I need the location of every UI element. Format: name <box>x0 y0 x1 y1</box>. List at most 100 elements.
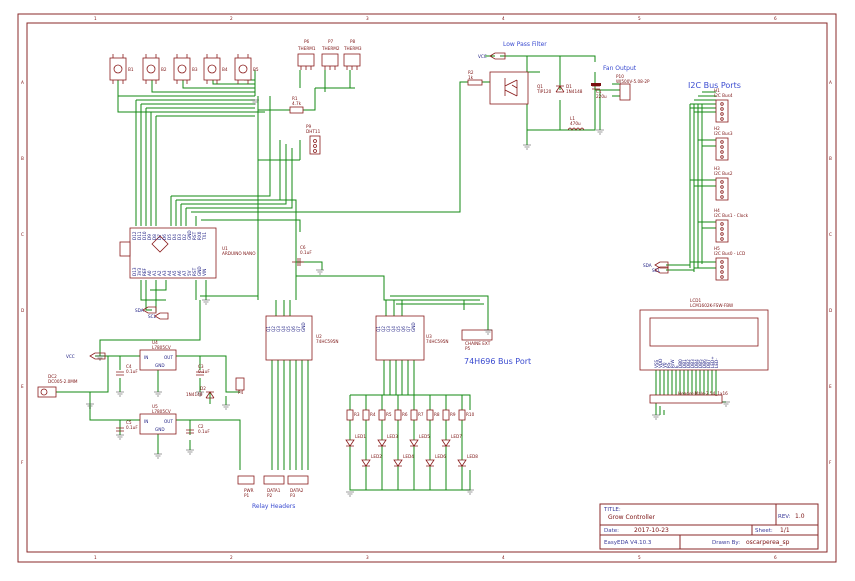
ground-symbol <box>652 414 660 420</box>
arduino-pin-label: D8 <box>152 234 157 240</box>
svg-text:B2: B2 <box>161 67 167 72</box>
svg-text:LED4: LED4 <box>403 454 414 459</box>
arduino-pin-label: D5 <box>167 234 172 240</box>
lcd-pin-label: DB5 <box>698 359 703 368</box>
frame-row-label: C <box>829 232 832 237</box>
svg-text:P3: P3 <box>290 493 296 498</box>
push-button: B5 <box>234 54 259 84</box>
svg-text:Sheet:: Sheet: <box>755 528 773 534</box>
ground-symbol <box>484 329 492 335</box>
svg-text:LED3: LED3 <box>387 434 398 439</box>
sr-pin-label: Q1 <box>376 326 381 332</box>
ground-symbol <box>154 453 162 459</box>
svg-text:74HC595N: 74HC595N <box>426 339 449 344</box>
lcd-pin-label: DB1 <box>682 359 687 368</box>
lcd-pin-label: VDD <box>658 359 663 368</box>
svg-text:ARDUINO NANO: ARDUINO NANO <box>222 251 256 256</box>
svg-text:74HC595N: 74HC595N <box>316 339 339 344</box>
net-labels: VCC VCC SDA SCL SDA SCL <box>66 52 669 360</box>
led-resistor: R10 <box>458 409 475 421</box>
ground-symbol <box>86 403 94 409</box>
ground-symbol <box>316 269 324 275</box>
svg-text:L7805CV: L7805CV <box>152 409 171 414</box>
lcd-pin-label: DB3 <box>690 359 695 368</box>
frame-row-label: E <box>21 384 24 389</box>
ground-symbol <box>251 99 259 105</box>
sr-pin-label: Q2 <box>381 326 386 332</box>
svg-text:P8: P8 <box>350 39 356 44</box>
svg-text:DC2: DC2 <box>48 374 57 379</box>
svg-text:1.0: 1.0 <box>795 513 805 520</box>
svg-text:GND: GND <box>155 427 165 432</box>
dht-header: P9 DHT11 <box>306 124 321 155</box>
arduino-pin-label: D6 <box>162 234 167 240</box>
push-button: B2 <box>142 54 167 84</box>
svg-text:I2C Bus4: I2C Bus4 <box>714 93 733 98</box>
led: LED7 <box>441 434 462 447</box>
low-pass-title: Low Pass Filter <box>503 41 547 48</box>
ground-symbols <box>86 99 730 497</box>
bus-port: CHAINE EXT P5 74H696 Bus Port <box>461 329 531 366</box>
arduino-pin-label: GND <box>197 266 202 276</box>
svg-text:U1: U1 <box>222 246 228 251</box>
lcd-pin-label: DB7 <box>706 359 711 368</box>
ground-symbol <box>96 355 104 361</box>
svg-text:L7805CV: L7805CV <box>152 345 171 350</box>
frame-row-label: F <box>21 460 24 465</box>
svg-text:C2: C2 <box>198 424 204 429</box>
capacitor-c6: C6 0.1uF <box>292 245 312 266</box>
ground-symbol <box>722 401 730 407</box>
lcd-pin-label: DB0 <box>678 359 683 368</box>
frame-col-label: 4 <box>502 555 505 560</box>
ground-symbol <box>116 391 124 397</box>
ground-symbol <box>196 391 204 397</box>
svg-text:Date:: Date: <box>604 528 619 534</box>
frame-col-label: 2 <box>230 16 233 21</box>
arduino-pin-label: A6 <box>177 270 182 276</box>
lcd-pin-label: DB6 <box>702 359 707 368</box>
svg-text:R3: R3 <box>354 412 360 417</box>
diode-d2: D2 1N4148 <box>186 386 215 399</box>
sr-pin-label: Q6 <box>401 326 406 332</box>
sr-pin-label: Q3 <box>276 326 281 332</box>
svg-text:C5: C5 <box>126 420 132 425</box>
led-resistor: R3 <box>346 409 360 421</box>
bus-port-title: 74H696 Bus Port <box>464 357 531 366</box>
frame-row-label: C <box>21 232 24 237</box>
arduino-pin-label: D9 <box>147 234 152 240</box>
svg-text:PWR: PWR <box>244 488 254 493</box>
sr-pin-label: Q4 <box>391 326 396 332</box>
sr-pin-label: Q3 <box>386 326 391 332</box>
svg-text:2017-10-23: 2017-10-23 <box>634 527 669 534</box>
sr-pin-label: Q2 <box>271 326 276 332</box>
frame-col-label: 6 <box>774 16 777 21</box>
arduino-pin-label: GND <box>187 230 192 240</box>
lcd-pin-label: E <box>674 365 679 368</box>
svg-text:220u: 220u <box>596 94 607 99</box>
lcd-pin-label: DB2 <box>686 359 691 368</box>
arduino-pin-label: 3V3 <box>137 267 142 276</box>
sr-pin-label: GND <box>411 322 416 332</box>
svg-text:1N4148: 1N4148 <box>566 89 583 94</box>
sr-pin-label: Q5 <box>396 326 401 332</box>
frame-col-label: 1 <box>94 555 97 560</box>
svg-text:C4: C4 <box>126 364 132 369</box>
lcd-pin-label: R/W <box>670 360 675 368</box>
ground-symbol <box>186 449 194 455</box>
arduino-pin-label: RX0 <box>197 231 202 240</box>
svg-text:I2C Bus1 - Clock: I2C Bus1 - Clock <box>714 213 749 218</box>
svg-text:EasyEDA V4.10.3: EasyEDA V4.10.3 <box>604 540 652 546</box>
svg-text:SCL: SCL <box>148 314 157 319</box>
svg-text:R8: R8 <box>434 412 440 417</box>
i2c-title: I2C Bus Ports <box>688 81 741 90</box>
sr-pin-label: Q6 <box>291 326 296 332</box>
svg-text:TITLE:: TITLE: <box>603 507 621 513</box>
arduino-pin-label: D13 <box>132 267 137 276</box>
arduino-pin-label: A2 <box>157 270 162 276</box>
svg-text:C3: C3 <box>198 364 204 369</box>
led-resistor: R6 <box>394 409 408 421</box>
svg-text:Grow Controller: Grow Controller <box>608 514 656 521</box>
svg-text:B1: B1 <box>128 67 134 72</box>
frame-col-label: 2 <box>230 555 233 560</box>
